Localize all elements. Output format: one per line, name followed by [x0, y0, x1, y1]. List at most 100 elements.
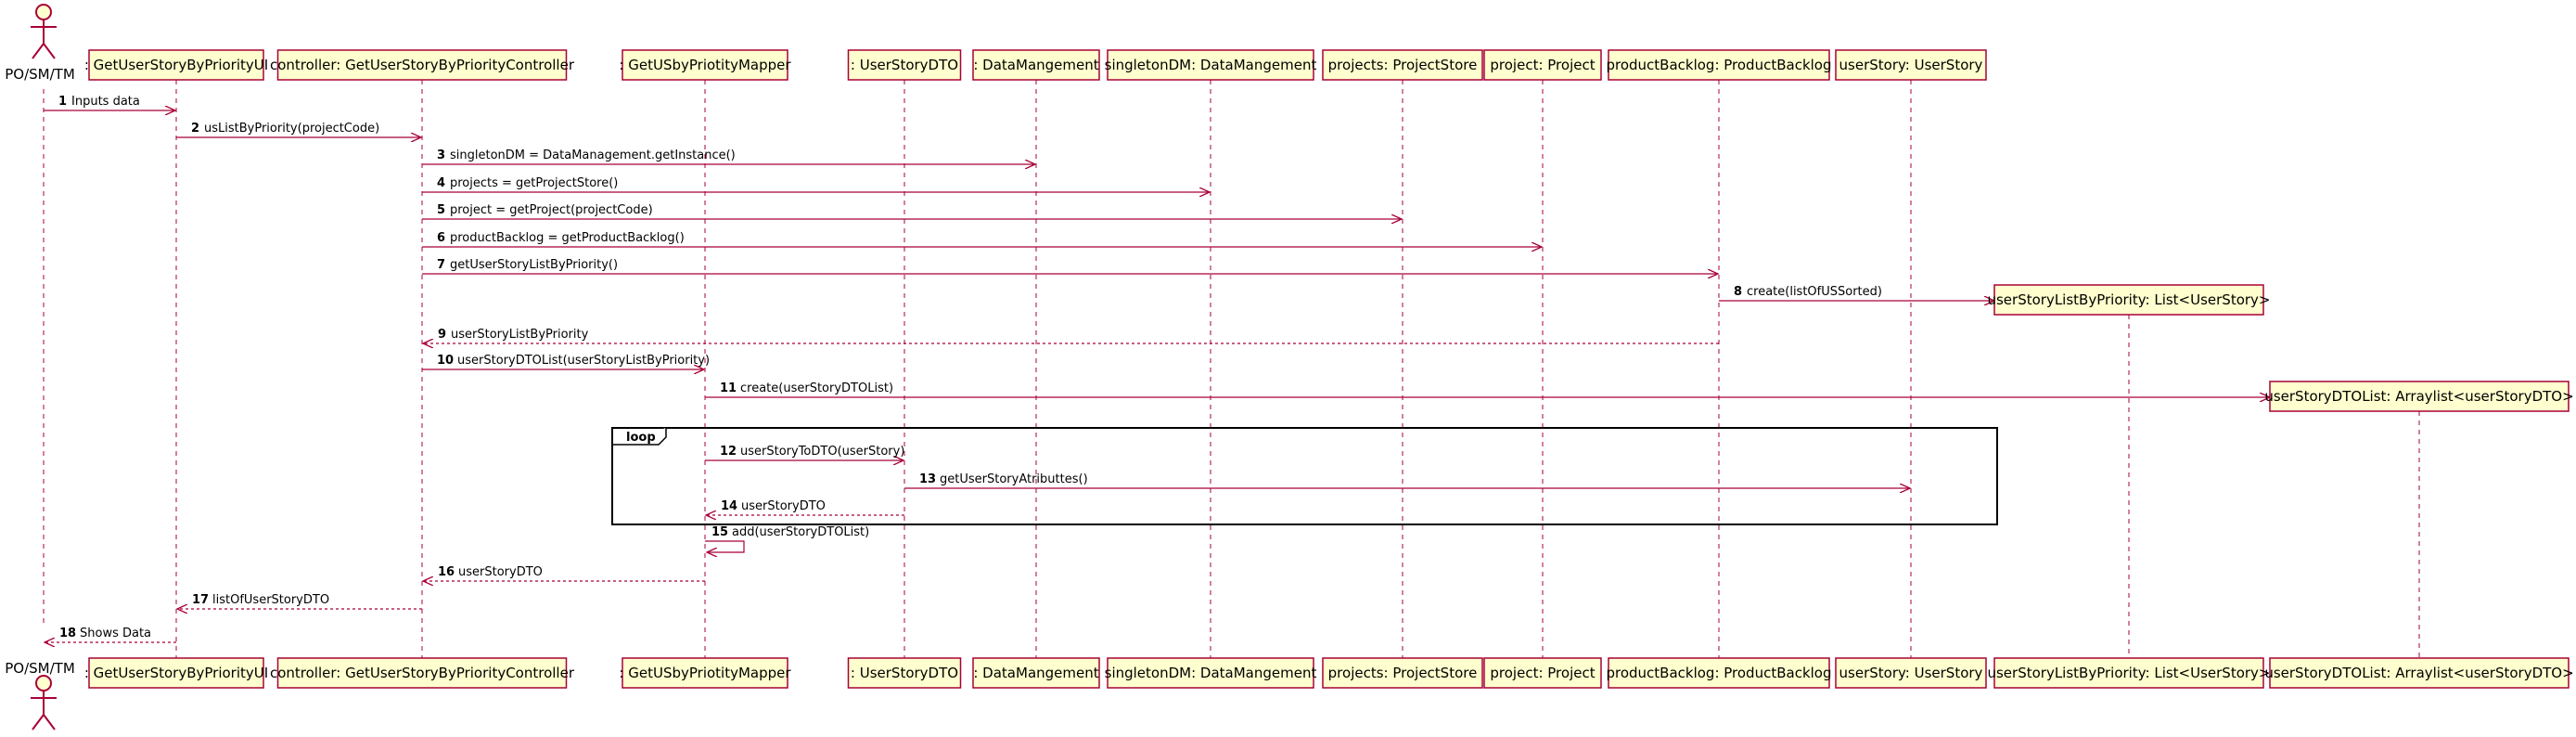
- message-label: create(userStoryDTOList): [740, 381, 893, 395]
- participant-box-ui-bottom: : GetUserStoryByPriorityUI: [84, 657, 268, 689]
- participant-label: : GetUserStoryByPriorityUI: [84, 57, 268, 73]
- message-label: project = getProject(projectCode): [450, 203, 653, 217]
- participant-label: singletonDM: DataMangement: [1105, 665, 1317, 681]
- message-3: 3 singletonDM = DataManagement.getInstanc…: [422, 149, 1035, 164]
- participant-box-uslp-bottom: userStoryListByPriority: List<UserStory>: [1987, 657, 2271, 689]
- participant-box-dto-bottom: : UserStoryDTO: [847, 657, 962, 689]
- message-label: userStoryListByPriority: [451, 328, 589, 342]
- participant-box-sdm-top: singletonDM: DataMangement: [1105, 49, 1317, 81]
- participant-box-dm-bottom: : DataMangement: [972, 657, 1100, 689]
- participant-label: projects: ProjectStore: [1328, 665, 1478, 681]
- loop-label: loop: [626, 431, 656, 445]
- participant-box-dm-top: : DataMangement: [972, 49, 1100, 81]
- message-number: 8: [1734, 285, 1742, 299]
- participant-label: userStoryDTOList: Arraylist<userStoryDTO…: [2264, 665, 2573, 681]
- participant-label: controller: GetUserStoryByPriorityContro…: [270, 57, 575, 73]
- message-number: 9: [438, 328, 446, 342]
- participant-box-ctrl-bottom: controller: GetUserStoryByPriorityContro…: [270, 657, 575, 689]
- participant-label: : GetUSbyPriotityMapper: [619, 665, 791, 681]
- participant-box-us-top: userStory: UserStory: [1835, 49, 1987, 81]
- message-number: 18: [59, 627, 76, 640]
- participant-box-us-bottom: userStory: UserStory: [1835, 657, 1987, 689]
- participant-box-usdl-bottom: userStoryDTOList: Arraylist<userStoryDTO…: [2264, 657, 2574, 689]
- participant-label: userStoryListByPriority: List<UserStory>: [1987, 665, 2270, 681]
- participant-label: : DataMangement: [973, 57, 1098, 73]
- participant-box-pb-top: productBacklog: ProductBacklog: [1606, 49, 1832, 81]
- participant-box-ui-top: : GetUserStoryByPriorityUI: [84, 49, 268, 81]
- participant-label: projects: ProjectStore: [1328, 57, 1478, 73]
- actor-figure-top: PO/SM/TM: [5, 4, 75, 83]
- participant-box-prj-top: project: Project: [1483, 49, 1602, 81]
- message-number: 1: [58, 95, 67, 109]
- message-label: add(userStoryDTOList): [732, 525, 869, 539]
- message-label: singletonDM = DataManagement.getInstance…: [450, 149, 736, 162]
- message-6: 6 productBacklog = getProductBacklog(): [422, 231, 1542, 247]
- message-number: 15: [711, 525, 728, 539]
- participant-label: userStory: UserStory: [1839, 57, 1983, 73]
- message-label: userStoryDTO: [458, 565, 543, 579]
- participant-label: productBacklog: ProductBacklog: [1606, 665, 1831, 681]
- message-number: 2: [191, 122, 199, 136]
- participant-label: userStory: UserStory: [1839, 665, 1983, 681]
- message-label: getUserStoryListByPriority(): [450, 258, 618, 272]
- message-15: 15 add(userStoryDTOList): [705, 525, 869, 552]
- participant-box-ps-bottom: projects: ProjectStore: [1322, 657, 1483, 689]
- loop-fragment: loop: [611, 427, 1998, 525]
- message-number: 17: [192, 593, 209, 607]
- participant-box-prj-bottom: project: Project: [1483, 657, 1602, 689]
- participant-label: project: Project: [1490, 57, 1595, 73]
- participant-label: : GetUserStoryByPriorityUI: [84, 665, 268, 681]
- message-2: 2 usListByPriority(projectCode): [176, 122, 421, 137]
- message-1: 1 Inputs data: [44, 95, 175, 110]
- message-4: 4 projects = getProjectStore(): [422, 176, 1210, 192]
- message-label: userStoryDTO: [741, 499, 826, 513]
- message-label: listOfUserStoryDTO: [212, 593, 329, 607]
- actor-label: PO/SM/TM: [5, 660, 75, 677]
- message-number: 5: [437, 203, 445, 217]
- participant-box-dto-top: : UserStoryDTO: [847, 49, 962, 81]
- message-number: 11: [720, 381, 737, 395]
- participant-box-ctrl-top: controller: GetUserStoryByPriorityContro…: [270, 49, 575, 81]
- message-number: 3: [437, 149, 445, 162]
- participant-box-usdl-top: userStoryDTOList: Arraylist<userStoryDTO…: [2264, 381, 2574, 412]
- participant-label: singletonDM: DataMangement: [1105, 57, 1317, 73]
- participant-label: userStoryDTOList: Arraylist<userStoryDTO…: [2264, 388, 2573, 405]
- actor-label: PO/SM/TM: [5, 66, 75, 83]
- message-14: 14 userStoryDTO: [706, 499, 904, 515]
- message-label: projects = getProjectStore(): [450, 176, 618, 190]
- participant-label: : UserStoryDTO: [851, 57, 958, 73]
- message-label: getUserStoryAtributtes(): [940, 472, 1088, 486]
- participant-label: : UserStoryDTO: [851, 665, 958, 681]
- participant-box-map-top: : GetUSbyPriotityMapper: [619, 49, 791, 81]
- message-label: Inputs data: [71, 95, 140, 109]
- message-number: 6: [437, 231, 445, 245]
- message-number: 4: [437, 176, 445, 190]
- message-5: 5 project = getProject(projectCode): [422, 203, 1402, 219]
- message-label: usListByPriority(projectCode): [204, 122, 379, 136]
- participant-box-map-bottom: : GetUSbyPriotityMapper: [619, 657, 791, 689]
- message-label: productBacklog = getProductBacklog(): [450, 231, 685, 245]
- message-9: 9 userStoryListByPriority: [423, 328, 1719, 343]
- participant-label: productBacklog: ProductBacklog: [1606, 57, 1831, 73]
- message-18: 18 Shows Data: [45, 627, 176, 642]
- participant-box-uslp-top: userStoryListByPriority: List<UserStory>: [1987, 284, 2271, 316]
- message-label: create(listOfUSSorted): [1747, 285, 1882, 299]
- message-8: 8 create(listOfUSSorted): [1719, 285, 1994, 301]
- message-number: 14: [721, 499, 737, 513]
- message-number: 16: [438, 565, 455, 579]
- message-label: Shows Data: [80, 627, 151, 640]
- participant-label: : GetUSbyPriotityMapper: [619, 57, 791, 73]
- message-label: userStoryDTOList(userStoryListByPriority…: [457, 354, 710, 368]
- participant-box-sdm-bottom: singletonDM: DataMangement: [1105, 657, 1317, 689]
- actor-figure-bottom: PO/SM/TM: [5, 660, 75, 731]
- participant-label: project: Project: [1490, 665, 1595, 681]
- message-label: userStoryToDTO(userStory): [740, 445, 904, 459]
